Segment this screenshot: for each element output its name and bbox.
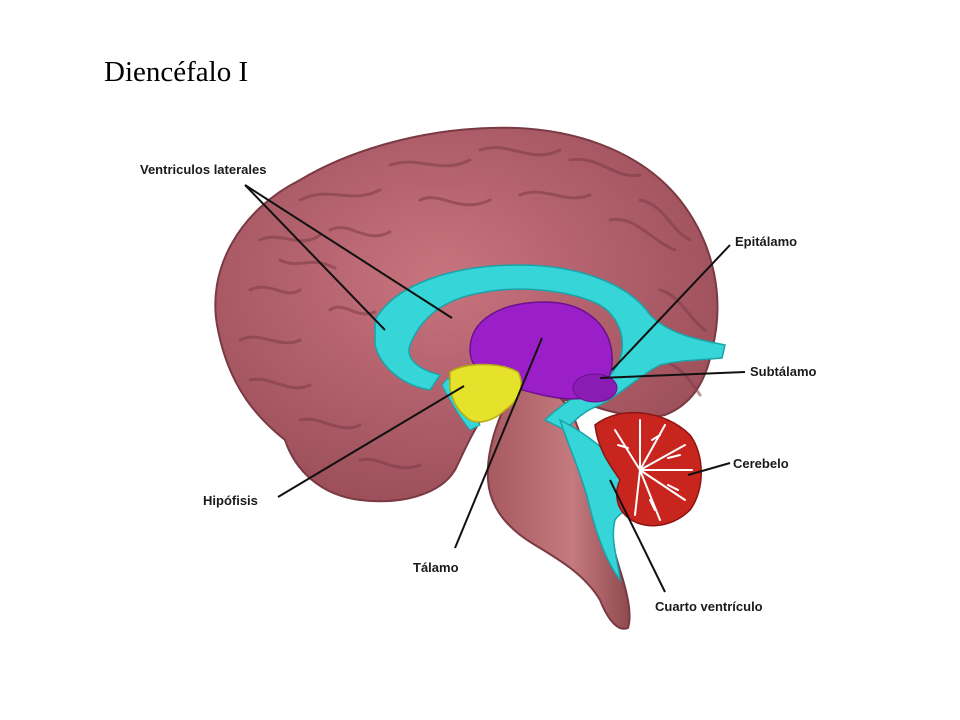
label-epitalamo: Epitálamo [735, 234, 797, 249]
hypophysis [449, 363, 522, 423]
cerebral-cortex [214, 126, 719, 503]
label-hipofisis: Hipófisis [203, 493, 258, 508]
leader-epitalamo [611, 244, 731, 371]
label-cerebelo: Cerebelo [733, 456, 789, 471]
label-talamo: Tálamo [413, 560, 459, 575]
label-cuarto-ventriculo: Cuarto ventrículo [655, 599, 763, 614]
subthalamus [572, 373, 618, 403]
arbor-vitae [614, 419, 693, 521]
leader-talamo [454, 337, 543, 549]
leader-ventriculos-1 [244, 184, 453, 319]
leader-cerebelo [687, 462, 731, 476]
leader-subtalamo [599, 371, 746, 379]
label-subtalamo: Subtálamo [750, 364, 817, 379]
leader-hipofisis [277, 385, 465, 498]
slide-title: Diencéfalo I [104, 56, 249, 88]
leader-lines [244, 184, 746, 593]
leader-ventriculos-2 [244, 184, 386, 331]
label-ventriculos-laterales: Ventriculos laterales [140, 162, 266, 177]
leader-cuarto-ventriculo [609, 479, 666, 593]
